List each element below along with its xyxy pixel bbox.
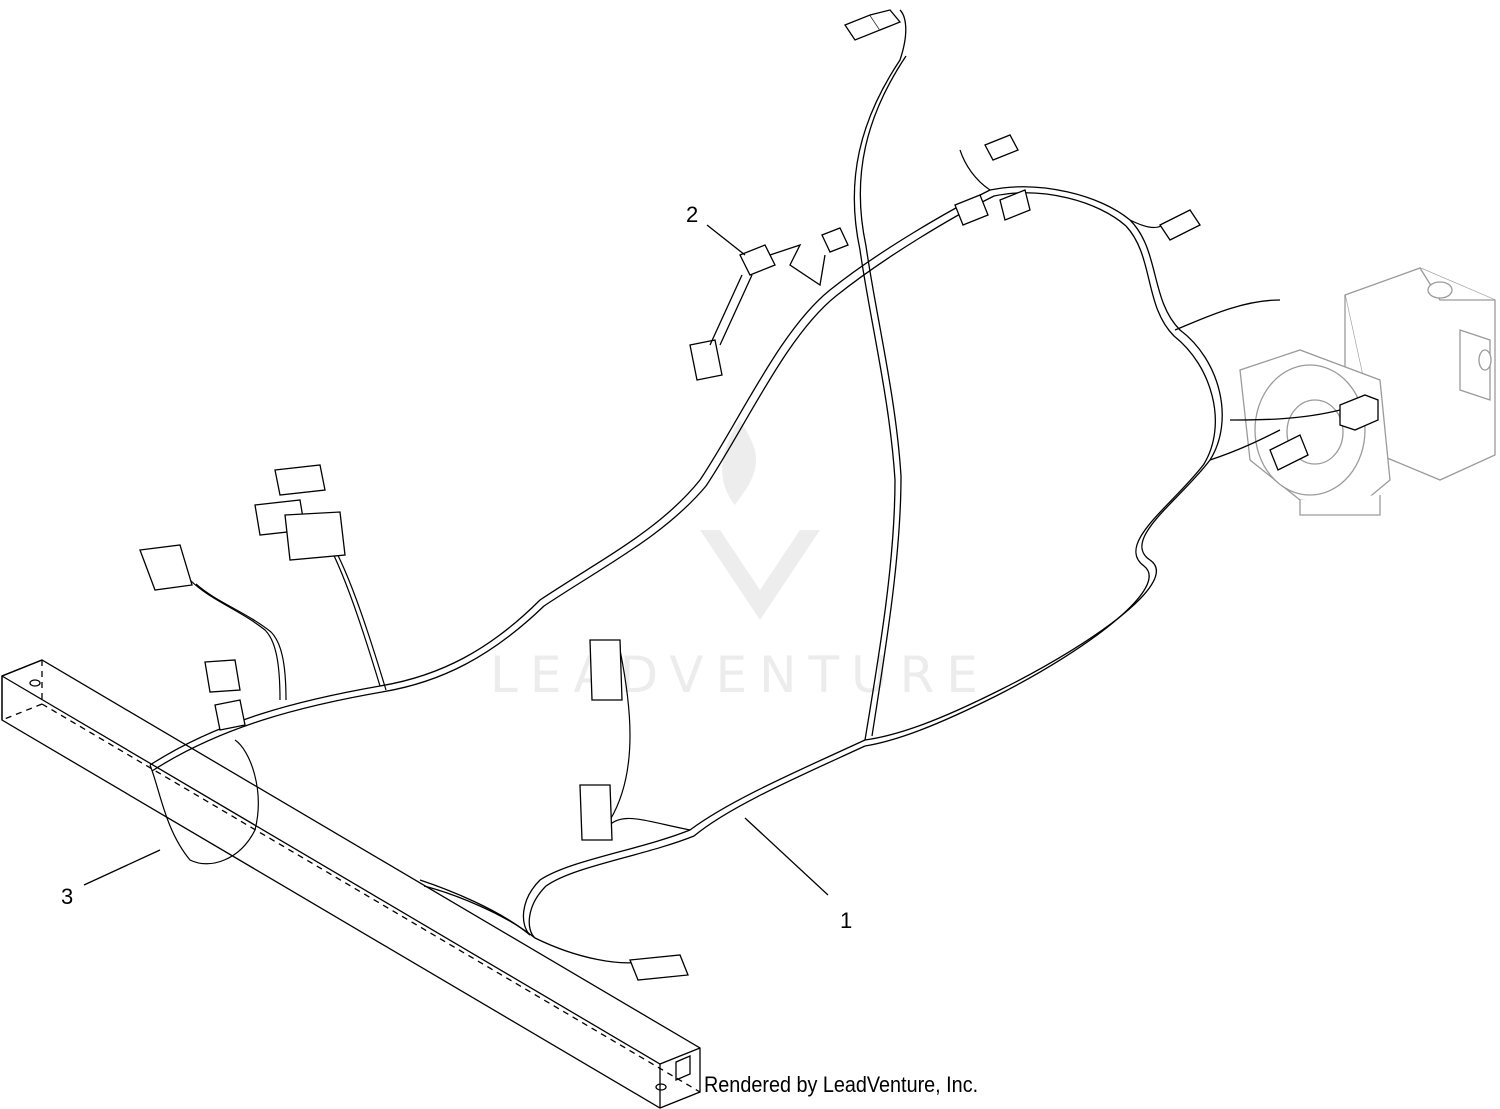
- connector-upper-right-a: [984, 134, 1019, 161]
- connector-upper-right-b: [954, 194, 989, 226]
- watermark-logo: [700, 420, 820, 620]
- connector-right: [1159, 209, 1201, 241]
- connector-far-left: [139, 544, 193, 591]
- frame-beam: [1, 659, 701, 1109]
- rendered-by-credit: Rendered by LeadVenture, Inc.: [704, 1072, 979, 1097]
- watermark-text: LEADVENTURE: [490, 646, 990, 704]
- part-2-plug: [689, 339, 723, 381]
- callout-1: 1: [840, 908, 852, 933]
- connector-beam-clip: [214, 699, 246, 731]
- leader-3: [83, 849, 161, 886]
- pump-sensor: [1269, 394, 1379, 471]
- connector-center-a: [589, 639, 623, 701]
- connector-center-grommet: [821, 227, 849, 253]
- connector-upper-right-c: [999, 189, 1031, 221]
- part-2-sensor: [739, 244, 776, 276]
- leader-lines: [83, 224, 829, 896]
- connector-bottom: [629, 954, 689, 981]
- connectors: [139, 9, 1201, 981]
- hydraulic-pump: [1239, 267, 1496, 516]
- leader-2-zigzag: [769, 243, 826, 287]
- callout-2: 2: [686, 202, 698, 227]
- connector-center-b: [579, 784, 613, 841]
- connector-left-c: [284, 511, 346, 561]
- leader-1: [744, 817, 829, 896]
- callout-3: 3: [61, 884, 73, 909]
- connector-beam-top: [204, 659, 241, 693]
- branch-wires: [149, 149, 1171, 865]
- leader-2: [706, 224, 746, 256]
- connector-left-a: [274, 464, 326, 496]
